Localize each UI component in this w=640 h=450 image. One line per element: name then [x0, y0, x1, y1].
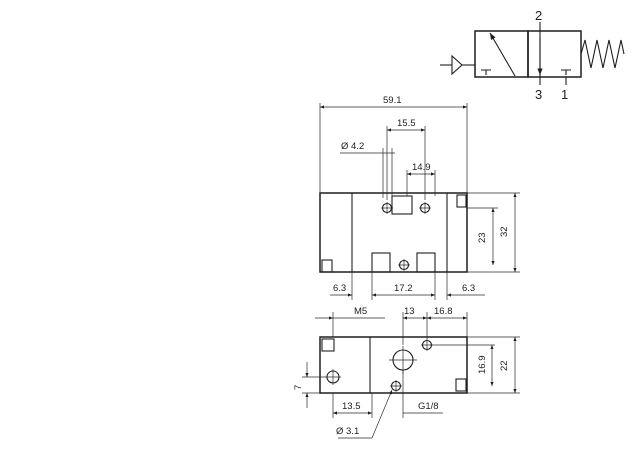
front-view: 59.1 15.5 Ø 4.2 14.9 23 32 6.3 17.2	[319, 95, 520, 300]
dim-hole-3-1-label: Ø 3.1	[336, 426, 359, 437]
dim-hole-dia-label: Ø 4.2	[341, 141, 364, 152]
dim-16-8-label: 16.8	[434, 306, 453, 317]
center-notch	[391, 195, 413, 215]
port-label-2: 2	[535, 8, 542, 23]
base-recess-right	[416, 252, 436, 273]
bottom-corner-tab-bottom-right	[455, 378, 467, 392]
corner-tab-top-right	[456, 194, 467, 208]
dim-m5-label: M5	[354, 306, 367, 317]
spring-icon	[580, 39, 625, 69]
dim-g18-label: G1/8	[418, 401, 439, 412]
port-label-3: 3	[535, 87, 542, 102]
dim-22-label: 22	[499, 360, 510, 371]
dim-offset-label: 15.5	[397, 118, 416, 129]
dim-16-9-label: 16.9	[477, 356, 488, 375]
dim-height-32-label: 32	[499, 226, 510, 237]
dim-center-span-label: 17.2	[394, 283, 413, 294]
dim-height-23-label: 23	[477, 232, 488, 243]
base-recess-left	[371, 252, 391, 273]
valve-body-front	[319, 192, 468, 273]
port-label-1: 1	[561, 87, 568, 102]
dim-spacing-label: 14.9	[412, 162, 431, 173]
pilot-triangle-icon	[451, 54, 463, 76]
dim-7-label: 7	[293, 385, 304, 390]
valve-body-bottom	[319, 336, 468, 394]
dim-13-label: 13	[404, 306, 415, 317]
dim-width-label: 59.1	[383, 95, 402, 106]
blocked-port-right	[561, 69, 571, 75]
blocked-port-left	[481, 69, 491, 75]
bottom-corner-tab-top-left	[321, 338, 335, 352]
dim-left-margin-label: 6.3	[333, 283, 346, 294]
dim-right-margin-label: 6.3	[462, 283, 475, 294]
bottom-view: M5 13 16.8 16.9 22 7 13.5 G1/8 Ø 3.1	[293, 306, 520, 439]
valve-symbol: 2 3 1	[440, 8, 625, 102]
valve-box-right	[527, 30, 582, 78]
dim-13-5-label: 13.5	[342, 401, 361, 412]
flow-diagonal-arrow	[489, 32, 516, 77]
corner-tab-bottom-left	[321, 259, 333, 273]
